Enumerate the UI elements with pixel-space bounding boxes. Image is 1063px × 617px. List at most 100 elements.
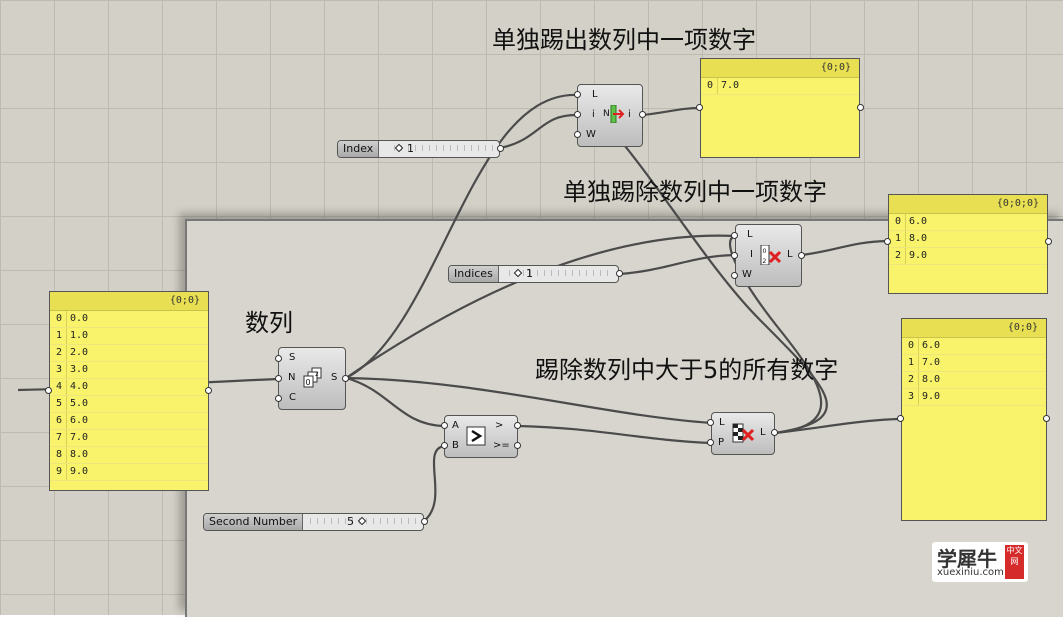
slider-ticks [394, 145, 494, 151]
list-item-grip-L[interactable] [574, 91, 581, 98]
row-value: 0.0 [66, 311, 88, 327]
larger-grip-B[interactable] [441, 442, 448, 449]
larger-grip-gt[interactable] [514, 422, 521, 429]
series-grip-out[interactable] [342, 375, 349, 382]
row-index: 0 [907, 340, 914, 351]
row-value: 8.0 [66, 447, 88, 463]
second-number-slider[interactable]: Second Number 5 [203, 513, 424, 531]
output-label-L: L [787, 249, 793, 260]
row-value: 2.0 [66, 345, 88, 361]
larger-than-icon [466, 426, 486, 446]
title-remove-gt5: 踢除数列中大于5的所有数字 [535, 356, 839, 384]
list-item-grip-out[interactable] [639, 111, 646, 118]
svg-text:0: 0 [763, 248, 767, 255]
row-value: 1.0 [66, 328, 88, 344]
panel-cull-index-input-grip[interactable] [884, 238, 891, 245]
list-item-icon-label: N [603, 109, 610, 119]
series-grip-S[interactable] [275, 355, 282, 362]
row-index: 9 [55, 466, 62, 477]
cull-pattern-grip-out[interactable] [771, 429, 778, 436]
row-value: 9.0 [66, 464, 88, 480]
index-slider-grip[interactable] [497, 145, 504, 152]
row-index: 6 [55, 415, 62, 426]
indices-slider-grip[interactable] [616, 270, 623, 277]
row-value: 7.0 [66, 430, 88, 446]
input-label-W: W [742, 269, 752, 280]
row-index: 2 [894, 250, 901, 261]
series-grip-N[interactable] [275, 375, 282, 382]
row-value: 7.0 [717, 78, 739, 94]
slider-value: 5 [347, 515, 354, 528]
cull-index-grip-W[interactable] [731, 272, 738, 279]
slider-name: Index [338, 141, 380, 157]
watermark-brand: 学犀牛 [937, 547, 997, 571]
input-label-C: C [289, 392, 296, 403]
input-label-L: L [719, 417, 725, 428]
larger-grip-A[interactable] [441, 422, 448, 429]
cull-pattern-grip-P[interactable] [707, 439, 714, 446]
row-value: 6.0 [918, 338, 940, 354]
row-index: 4 [55, 381, 62, 392]
panel-cull-index-output-grip[interactable] [1045, 238, 1052, 245]
input-label-P: P [718, 437, 725, 448]
list-item-component[interactable]: L i W N i [577, 84, 643, 147]
cull-index-grip-out[interactable] [798, 252, 805, 259]
svg-text:2: 2 [315, 371, 319, 378]
row-value: 5.0 [66, 396, 88, 412]
title-series: 数列 [245, 309, 293, 337]
series-icon: 0 2 [303, 367, 322, 388]
cull-pattern-grip-L[interactable] [707, 419, 714, 426]
list-item-grip-i[interactable] [574, 111, 581, 118]
cull-index-grip-I[interactable] [731, 252, 738, 259]
slider-name: Indices [449, 266, 499, 282]
slider-name: Second Number [204, 514, 304, 530]
output-label-gt: > [495, 420, 504, 431]
larger-than-component[interactable]: A B > >= [444, 415, 518, 458]
input-label-L: L [592, 89, 598, 100]
row-index: 2 [55, 347, 62, 358]
title-remove-one-del: 单独踢除数列中一项数字 [563, 178, 827, 206]
row-value: 7.0 [918, 355, 940, 371]
series-grip-C[interactable] [275, 395, 282, 402]
panel-series-output-grip[interactable] [205, 387, 212, 394]
list-item-grip-W[interactable] [574, 131, 581, 138]
panel-series-input-grip[interactable] [45, 387, 52, 394]
panel-header: {0;0;0} [889, 195, 1047, 214]
indices-slider[interactable]: Indices 1 [448, 265, 619, 283]
panel-header: {0;0} [701, 59, 859, 78]
input-label-W: W [586, 129, 596, 140]
panel-item-out-output-grip[interactable] [857, 104, 864, 111]
row-value: 9.0 [918, 389, 940, 405]
index-slider[interactable]: Index 1 [337, 140, 500, 158]
row-index: 7 [55, 432, 62, 443]
cull-index-grip-L[interactable] [731, 232, 738, 239]
panel-cull-pattern-input-grip[interactable] [897, 415, 904, 422]
cull-pattern-component[interactable]: L P L [711, 412, 775, 455]
cull-index-component[interactable]: L I W 0 2 L [735, 224, 802, 287]
panel-item-out-input-grip[interactable] [696, 104, 703, 111]
row-index: 1 [894, 233, 901, 244]
row-index: 0 [894, 216, 901, 227]
second-number-slider-grip[interactable] [421, 518, 428, 525]
watermark-site: xuexiniu.com [937, 567, 1004, 578]
larger-grip-gte[interactable] [514, 442, 521, 449]
svg-text:2: 2 [763, 258, 767, 265]
panel-cull-pattern-output-grip[interactable] [1043, 415, 1050, 422]
series-component[interactable]: S N C 0 2 S [278, 347, 346, 410]
